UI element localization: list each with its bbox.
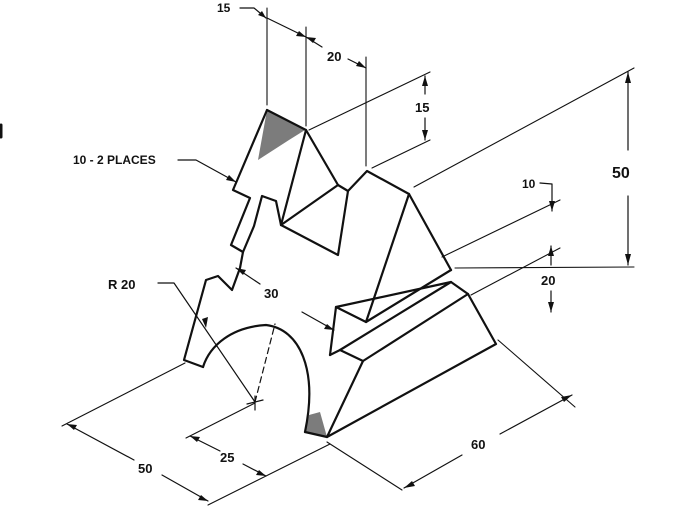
dim-60: 60 [471, 437, 485, 452]
dim-15-top: 15 [217, 1, 231, 15]
dim-25: 25 [220, 450, 234, 465]
slot-floor-back [336, 183, 350, 193]
extension-lines [61, 7, 635, 506]
radius-callout: R 20 [108, 277, 135, 292]
dim-30: 30 [264, 286, 278, 301]
dim-20-slot: 20 [327, 49, 341, 64]
front-face-upper-edge [229, 108, 411, 324]
slot-floor [279, 183, 340, 227]
part-outline [182, 108, 498, 439]
triangle-slope [407, 192, 453, 272]
front-face-lower-edge [182, 250, 245, 369]
lower-block-top [325, 280, 498, 439]
triangle-base [364, 268, 453, 324]
semicircle-arch [201, 323, 311, 434]
lower-block-ridge [361, 292, 470, 363]
dim-50-depth: 50 [138, 461, 152, 476]
dim-50-height: 50 [612, 165, 630, 182]
dim-10: 10 [522, 177, 536, 191]
lower-block-step [338, 280, 453, 352]
places-callout: 10 - 2 PLACES [73, 153, 156, 167]
hatched-face-bottom [305, 412, 327, 437]
hatched-face-top [258, 110, 305, 160]
dim-20-lower: 20 [541, 273, 555, 288]
dimension-lines [66, 7, 631, 502]
dim-15-right: 15 [415, 100, 429, 115]
slot-back-edge [279, 128, 308, 227]
